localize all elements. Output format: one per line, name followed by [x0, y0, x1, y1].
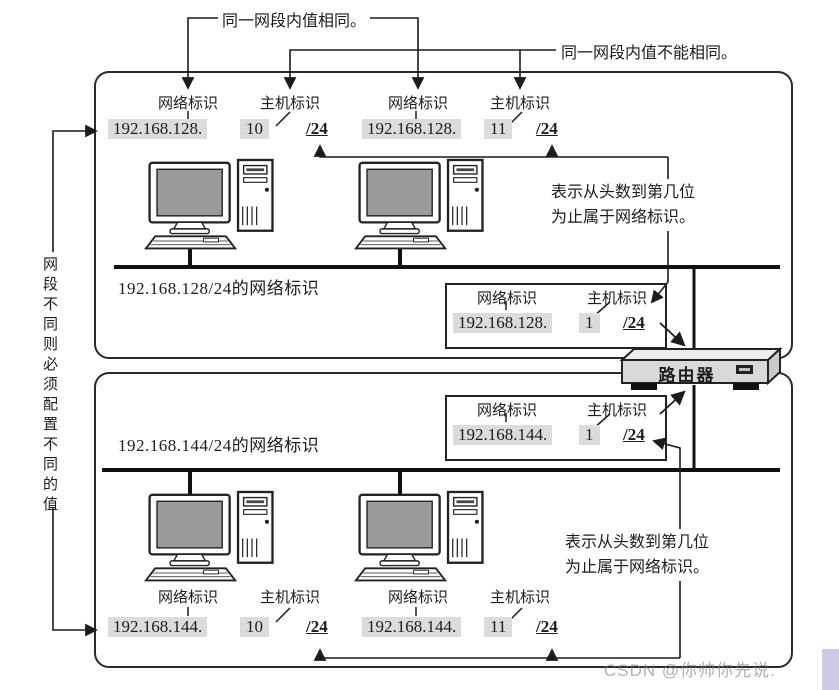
segment2-box — [94, 372, 793, 668]
network-id-label: 网络标识 — [387, 96, 448, 112]
host3-prefix-value: /24 — [306, 617, 328, 636]
row2-leader-ticks — [187, 607, 523, 623]
different-value-bracket-a — [283, 49, 556, 90]
segment2-caption: 192.168.144/24的网络标识 — [118, 436, 320, 455]
segment1-caption: 192.168.128/24的网络标识 — [118, 279, 320, 298]
host3-host-value: 10 — [240, 617, 269, 637]
prefix-pointer-top-a — [313, 144, 668, 158]
row1-leader-ticks — [187, 111, 523, 127]
host-id-label: 主机标识 — [259, 96, 320, 112]
segment1-box — [94, 71, 793, 359]
host1-prefix-value: /24 — [306, 119, 328, 138]
router-interface-box-2: 网络标识 主机标识 192.168.144. 1 /24 — [445, 395, 667, 461]
prefix-note-top-line2: 为止属于网络标识。 — [551, 209, 696, 226]
annotation-same-value: 同一网段内值相同。 — [218, 7, 371, 31]
prefix-note-bottom-line2: 为止属于网络标识。 — [565, 559, 710, 576]
host3-network-value: 192.168.144. — [108, 617, 208, 637]
host2-prefix-value: /24 — [536, 119, 558, 138]
host2-network-value: 192.168.128. — [362, 119, 462, 139]
csdn-watermark: CSDN @你帅你先说. — [604, 661, 776, 680]
router-if1-host-value: 1 — [579, 313, 600, 333]
if1-to-router-arrow — [659, 322, 686, 347]
router-label: 路由器 — [658, 366, 716, 385]
host-id-label: 主机标识 — [259, 590, 320, 606]
annotation-left-note: 网段不同则必须配置不同的值 — [41, 256, 57, 516]
host4-prefix-value: /24 — [536, 617, 558, 636]
host1-network-value: 192.168.128. — [108, 119, 208, 139]
router-if1-network-value: 192.168.128. — [453, 313, 553, 333]
router-if2-prefix-value: /24 — [623, 425, 645, 444]
host-id-label: 主机标识 — [586, 403, 647, 419]
host2-host-value: 11 — [484, 119, 513, 139]
prefix-pointer-bottom-a — [313, 648, 680, 661]
network-id-label: 网络标识 — [157, 590, 218, 606]
computer-icon-3 — [144, 490, 274, 582]
host-bus-links — [188, 246, 402, 500]
host4-host-value: 11 — [484, 617, 513, 637]
watermark-corner-patch — [822, 649, 839, 690]
host4-network-value: 192.168.144. — [362, 617, 462, 637]
computer-icon-4 — [354, 490, 484, 582]
computer-icon-2 — [354, 158, 484, 250]
if2-to-router-arrow — [659, 390, 686, 415]
network-id-label: 网络标识 — [157, 96, 218, 112]
prefix-note-bottom: 表示从头数到第几位 为止属于网络标识。 — [562, 529, 766, 581]
host1-host-value: 10 — [240, 119, 269, 139]
network-id-label: 网络标识 — [476, 291, 537, 307]
left-bracket-top — [52, 124, 98, 252]
computer-icon-1 — [144, 158, 274, 250]
left-bracket-bottom — [52, 508, 98, 637]
prefix-note-top-line1: 表示从头数到第几位 — [551, 184, 696, 201]
network-id-label: 网络标识 — [387, 590, 448, 606]
prefix-pointer-bottom-c — [652, 437, 681, 658]
host-id-label: 主机标识 — [489, 590, 550, 606]
router-interface-box-1: 网络标识 主机标识 192.168.128. 1 /24 — [445, 283, 667, 349]
router-if1-prefix-value: /24 — [623, 313, 645, 332]
host-id-label: 主机标识 — [586, 291, 647, 307]
router-icon — [619, 346, 783, 390]
router-if2-host-value: 1 — [579, 425, 600, 445]
prefix-note-bottom-line1: 表示从头数到第几位 — [565, 534, 710, 551]
network-id-label: 网络标识 — [476, 403, 537, 419]
prefix-note-top: 表示从头数到第几位 为止属于网络标识。 — [548, 179, 752, 231]
router-if2-network-value: 192.168.144. — [453, 425, 553, 445]
annotation-different-value: 同一网段内值不能相同。 — [557, 39, 742, 63]
host-id-label: 主机标识 — [489, 96, 550, 112]
